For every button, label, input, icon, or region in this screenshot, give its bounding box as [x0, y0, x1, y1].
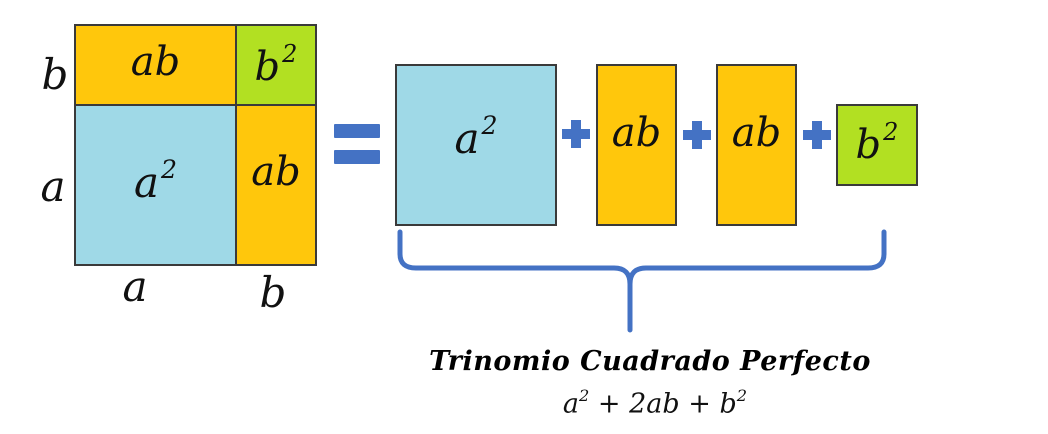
cell-label-a2-left: a2	[74, 157, 237, 204]
square-b2-top	[235, 24, 317, 106]
rect-ab-1	[596, 64, 677, 226]
term-a2-base: a	[454, 113, 480, 163]
plus-sign-icon	[683, 121, 711, 149]
curly-brace-icon	[397, 229, 887, 333]
cell-label-b2-base: b	[254, 44, 281, 90]
square-a2-left	[74, 104, 237, 266]
square-b2	[836, 104, 918, 186]
term-ab-1: ab	[611, 110, 662, 156]
cell-label-b2-top: b2	[235, 42, 317, 87]
formula-t1-exp: 2	[579, 386, 590, 405]
caption-title: Trinomio Cuadrado Perfecto	[429, 346, 871, 377]
rect-ab-right	[235, 104, 317, 266]
term-b2: b2	[836, 120, 918, 165]
term-b2-base: b	[855, 122, 882, 168]
bottom-label-b: b	[259, 268, 287, 317]
side-label-b: b	[41, 50, 69, 99]
formula-op1: +	[597, 388, 621, 420]
cell-label-a2-exp: 2	[161, 155, 178, 184]
side-label-a: a	[40, 162, 66, 211]
formula-t3-exp: 2	[736, 386, 748, 405]
formula-t1-base: a	[562, 388, 579, 420]
cell-label-ab-top: ab	[130, 39, 181, 85]
caption-formula: a2 + 2ab + b2	[405, 386, 905, 419]
cell-label-a2-base: a	[133, 157, 159, 207]
plus-sign-icon	[803, 121, 831, 149]
cell-label-b2-exp: 2	[282, 40, 298, 68]
formula-t3-base: b	[719, 388, 737, 420]
bottom-label-a: a	[122, 262, 148, 311]
term-ab-2: ab	[731, 110, 782, 156]
term-a2: a2	[395, 113, 557, 160]
rect-ab-top	[74, 24, 237, 106]
term-a2-exp: 2	[481, 111, 498, 140]
equals-sign-icon	[334, 124, 380, 164]
cell-label-ab-right: ab	[251, 149, 301, 195]
rect-ab-2	[716, 64, 797, 226]
formula-op2: +	[688, 388, 711, 420]
term-b2-exp: 2	[883, 118, 899, 146]
formula-t2: 2ab	[629, 388, 680, 420]
square-a2	[395, 64, 557, 226]
plus-sign-icon	[562, 120, 590, 148]
